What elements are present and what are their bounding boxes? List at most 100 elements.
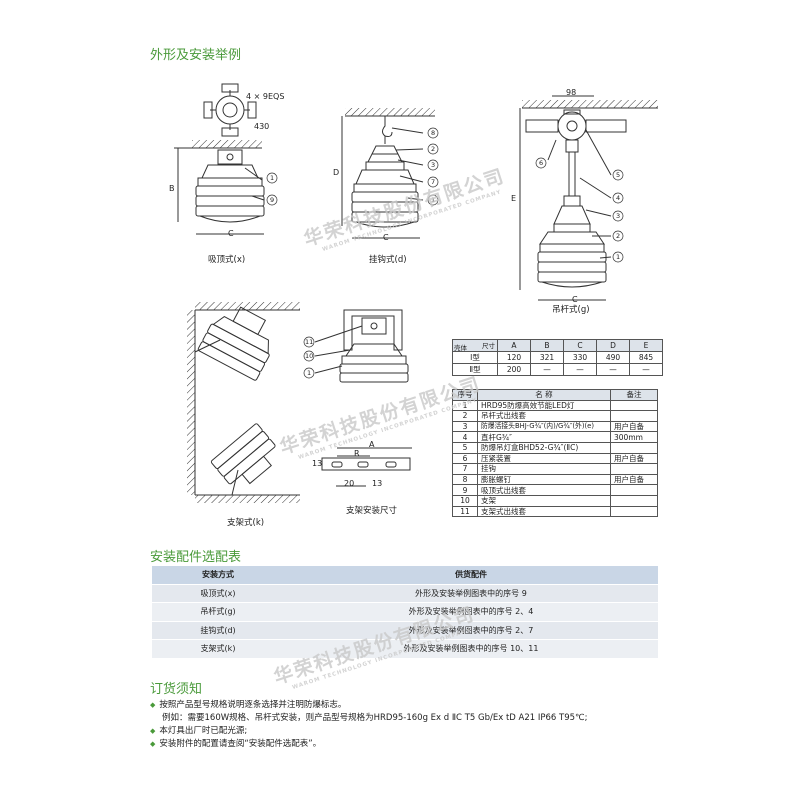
note-text: 本灯具出厂时已配光源; [159,726,248,736]
part-name: 支架 [477,494,611,507]
part-no: 10 [452,494,478,507]
part-name: 支架式出线套 [477,505,611,518]
part-name: HRD95防爆高效节能LED灯 [477,399,611,412]
dim-value: 321 [530,351,564,364]
part-note [610,505,658,518]
label-dim-c-x: C [228,229,234,238]
dim-value: — [596,363,630,376]
part-no: 2 [452,410,478,422]
part-note: 用户自备 [610,420,658,433]
section-title-accessories: 安装配件选配表 [150,550,242,565]
acc-header-mode: 安装方式 [152,566,284,585]
lamp-bracket-mount-angled [197,306,270,381]
list-item: ◆本灯具出厂时已配光源; [150,725,587,738]
caption-hook-mount: 挂钩式(d) [369,255,407,265]
callout-10-k: 10 [305,352,314,360]
part-note: 用户自备 [610,473,658,486]
part-note [610,484,658,496]
dim-value: 120 [497,351,531,364]
acc-parts: 外形及安装举例图表中的序号 2、7 [284,621,658,640]
part-note [610,410,658,422]
callout-5-g: 5 [616,171,621,179]
table-row: 吸顶式(x)外形及安装举例图表中的序号 9 [152,584,658,603]
dimension-table-corner: 尺寸 壳体 [452,339,498,352]
dim-header: D [596,339,630,352]
callout-8-d: 8 [431,129,436,137]
caption-ceiling-mount: 吸顶式(x) [208,255,246,265]
table-row: Ⅱ型 200 — — — — [452,363,663,376]
label-dim-430: 430 [254,122,270,131]
note-text: 按照产品型号规格说明逐条选择并注明防爆标志。 [159,700,347,710]
part-note: 用户自备 [610,452,658,465]
dim-value: 200 [497,363,531,376]
order-notes: ◆按照产品型号规格说明逐条选择并注明防爆标志。 例如：需要160W规格、吊杆式安… [150,699,587,751]
callout-3-d: 3 [431,161,436,169]
part-name: 吊杆式出线套 [477,410,611,422]
acc-parts: 外形及安装举例图表中的序号 2、4 [284,602,658,622]
lamp-bracket-mount-wall [210,423,276,485]
note-text: 安装附件的配置请查阅“安装配件选配表”。 [159,739,322,749]
part-name: 防爆活接头BHJ-G¾″(内)/G¾″(外)(e) [477,420,611,433]
label-dim-98: 98 [566,88,577,97]
lamp-bracket-front-view [339,309,409,383]
part-no: 6 [452,452,478,465]
list-item: 例如：需要160W规格、吊杆式安装，则产品型号规格为HRD95-160g Ex … [150,712,587,725]
callout-3-g: 3 [616,212,621,220]
label-dim-20: 20 [344,479,355,488]
label-dim-r: R [354,449,360,458]
callout-7-d: 7 [431,178,436,186]
part-no: 11 [452,505,478,518]
label-dim-b: B [169,184,175,193]
caption-bracket-mount: 支架式(k) [227,518,265,528]
label-bolt-spec: 4 × 9EQS [246,92,285,101]
callout-1-k: 1 [307,369,312,377]
part-no: 8 [452,473,478,486]
caption-pendant-mount: 吊杆式(g) [552,305,590,315]
part-note: 300mm [610,431,658,443]
acc-header-parts: 供货配件 [284,566,658,585]
corner-label-size: 尺寸 [482,342,495,350]
bullet-icon: ◆ [150,727,156,735]
part-name: 挂钩 [477,463,611,475]
part-name: 直杆G¾″ [477,431,611,443]
corner-label-housing: 壳体 [454,344,467,352]
caption-mounting-size: 支架安装尺寸 [346,506,398,516]
dim-value: — [629,363,663,376]
acc-mode: 吸顶式(x) [152,584,284,603]
dim-value: 490 [596,351,630,364]
label-dim-d: D [333,168,340,177]
acc-parts: 外形及安装举例图表中的序号 10、11 [284,639,658,659]
accessory-table: 安装方式 供货配件 吸顶式(x)外形及安装举例图表中的序号 9 吊杆式(g)外形… [152,566,658,659]
section-title-order-notes: 订货须知 [150,682,203,697]
parts-header-note: 备注 [610,389,658,401]
callout-9-x: 9 [270,196,275,204]
part-note [610,494,658,507]
junction-box-top-view [203,83,257,137]
note-text: 例如：需要160W规格、吊杆式安装，则产品型号规格为HRD95-160g Ex … [162,713,588,723]
callout-1-d: 1 [431,196,436,204]
dim-type: Ⅰ型 [452,351,498,364]
lamp-ceiling-mount [195,149,265,223]
lamp-hook-mount [351,116,419,228]
part-no: 7 [452,463,478,475]
part-name: 压紧装置 [477,452,611,465]
callout-2-d: 2 [431,145,436,153]
part-note [610,441,658,454]
table-row: 支架式(k)外形及安装举例图表中的序号 10、11 [152,639,658,659]
bullet-icon: ◆ [150,701,156,709]
acc-parts: 外形及安装举例图表中的序号 9 [284,584,658,603]
part-name: 防爆吊灯盒BHD52-G¾″(ⅡC) [477,441,611,454]
label-dim-c-g: C [572,295,578,304]
part-note [610,463,658,475]
